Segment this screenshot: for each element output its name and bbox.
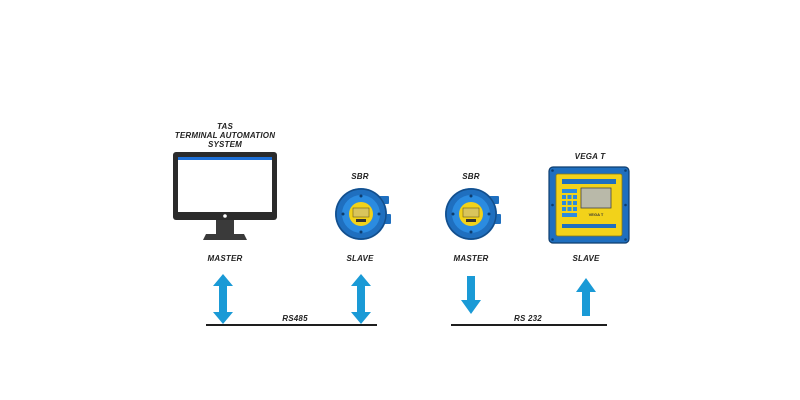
rs485-bus-line (206, 324, 377, 326)
sbr-right-role-label: MASTER (453, 254, 489, 263)
double-arrow-icon (351, 274, 371, 324)
down-arrow-icon (461, 276, 481, 314)
vega-role-label: SLAVE (572, 254, 600, 263)
sbr-right-device-icon (445, 188, 501, 240)
tas-title: TAS TERMINAL AUTOMATION SYSTEM (165, 122, 285, 149)
tas-title-line-3: SYSTEM (207, 140, 243, 149)
rs232-bus-line (451, 324, 607, 326)
up-arrow-icon (576, 278, 596, 316)
sbr-left-role-label: SLAVE (346, 254, 374, 263)
vega-screen-text: VEGA T (589, 212, 604, 217)
vega-t-device-icon: VEGA T (548, 166, 630, 244)
sbr-left-title: SBR (351, 172, 369, 181)
monitor-role-label: MASTER (207, 254, 243, 263)
tas-title-line-1: TAS (216, 122, 233, 131)
monitor-icon (173, 152, 277, 240)
tas-title-line-2: TERMINAL AUTOMATION (174, 131, 276, 140)
sbr-right-title: SBR (462, 172, 480, 181)
double-arrow-icon (213, 274, 233, 324)
rs232-label: RS 232 (514, 314, 542, 323)
vega-title: VEGA T (574, 152, 606, 161)
rs485-label: RS485 (282, 314, 308, 323)
sbr-left-device-icon (335, 188, 391, 240)
